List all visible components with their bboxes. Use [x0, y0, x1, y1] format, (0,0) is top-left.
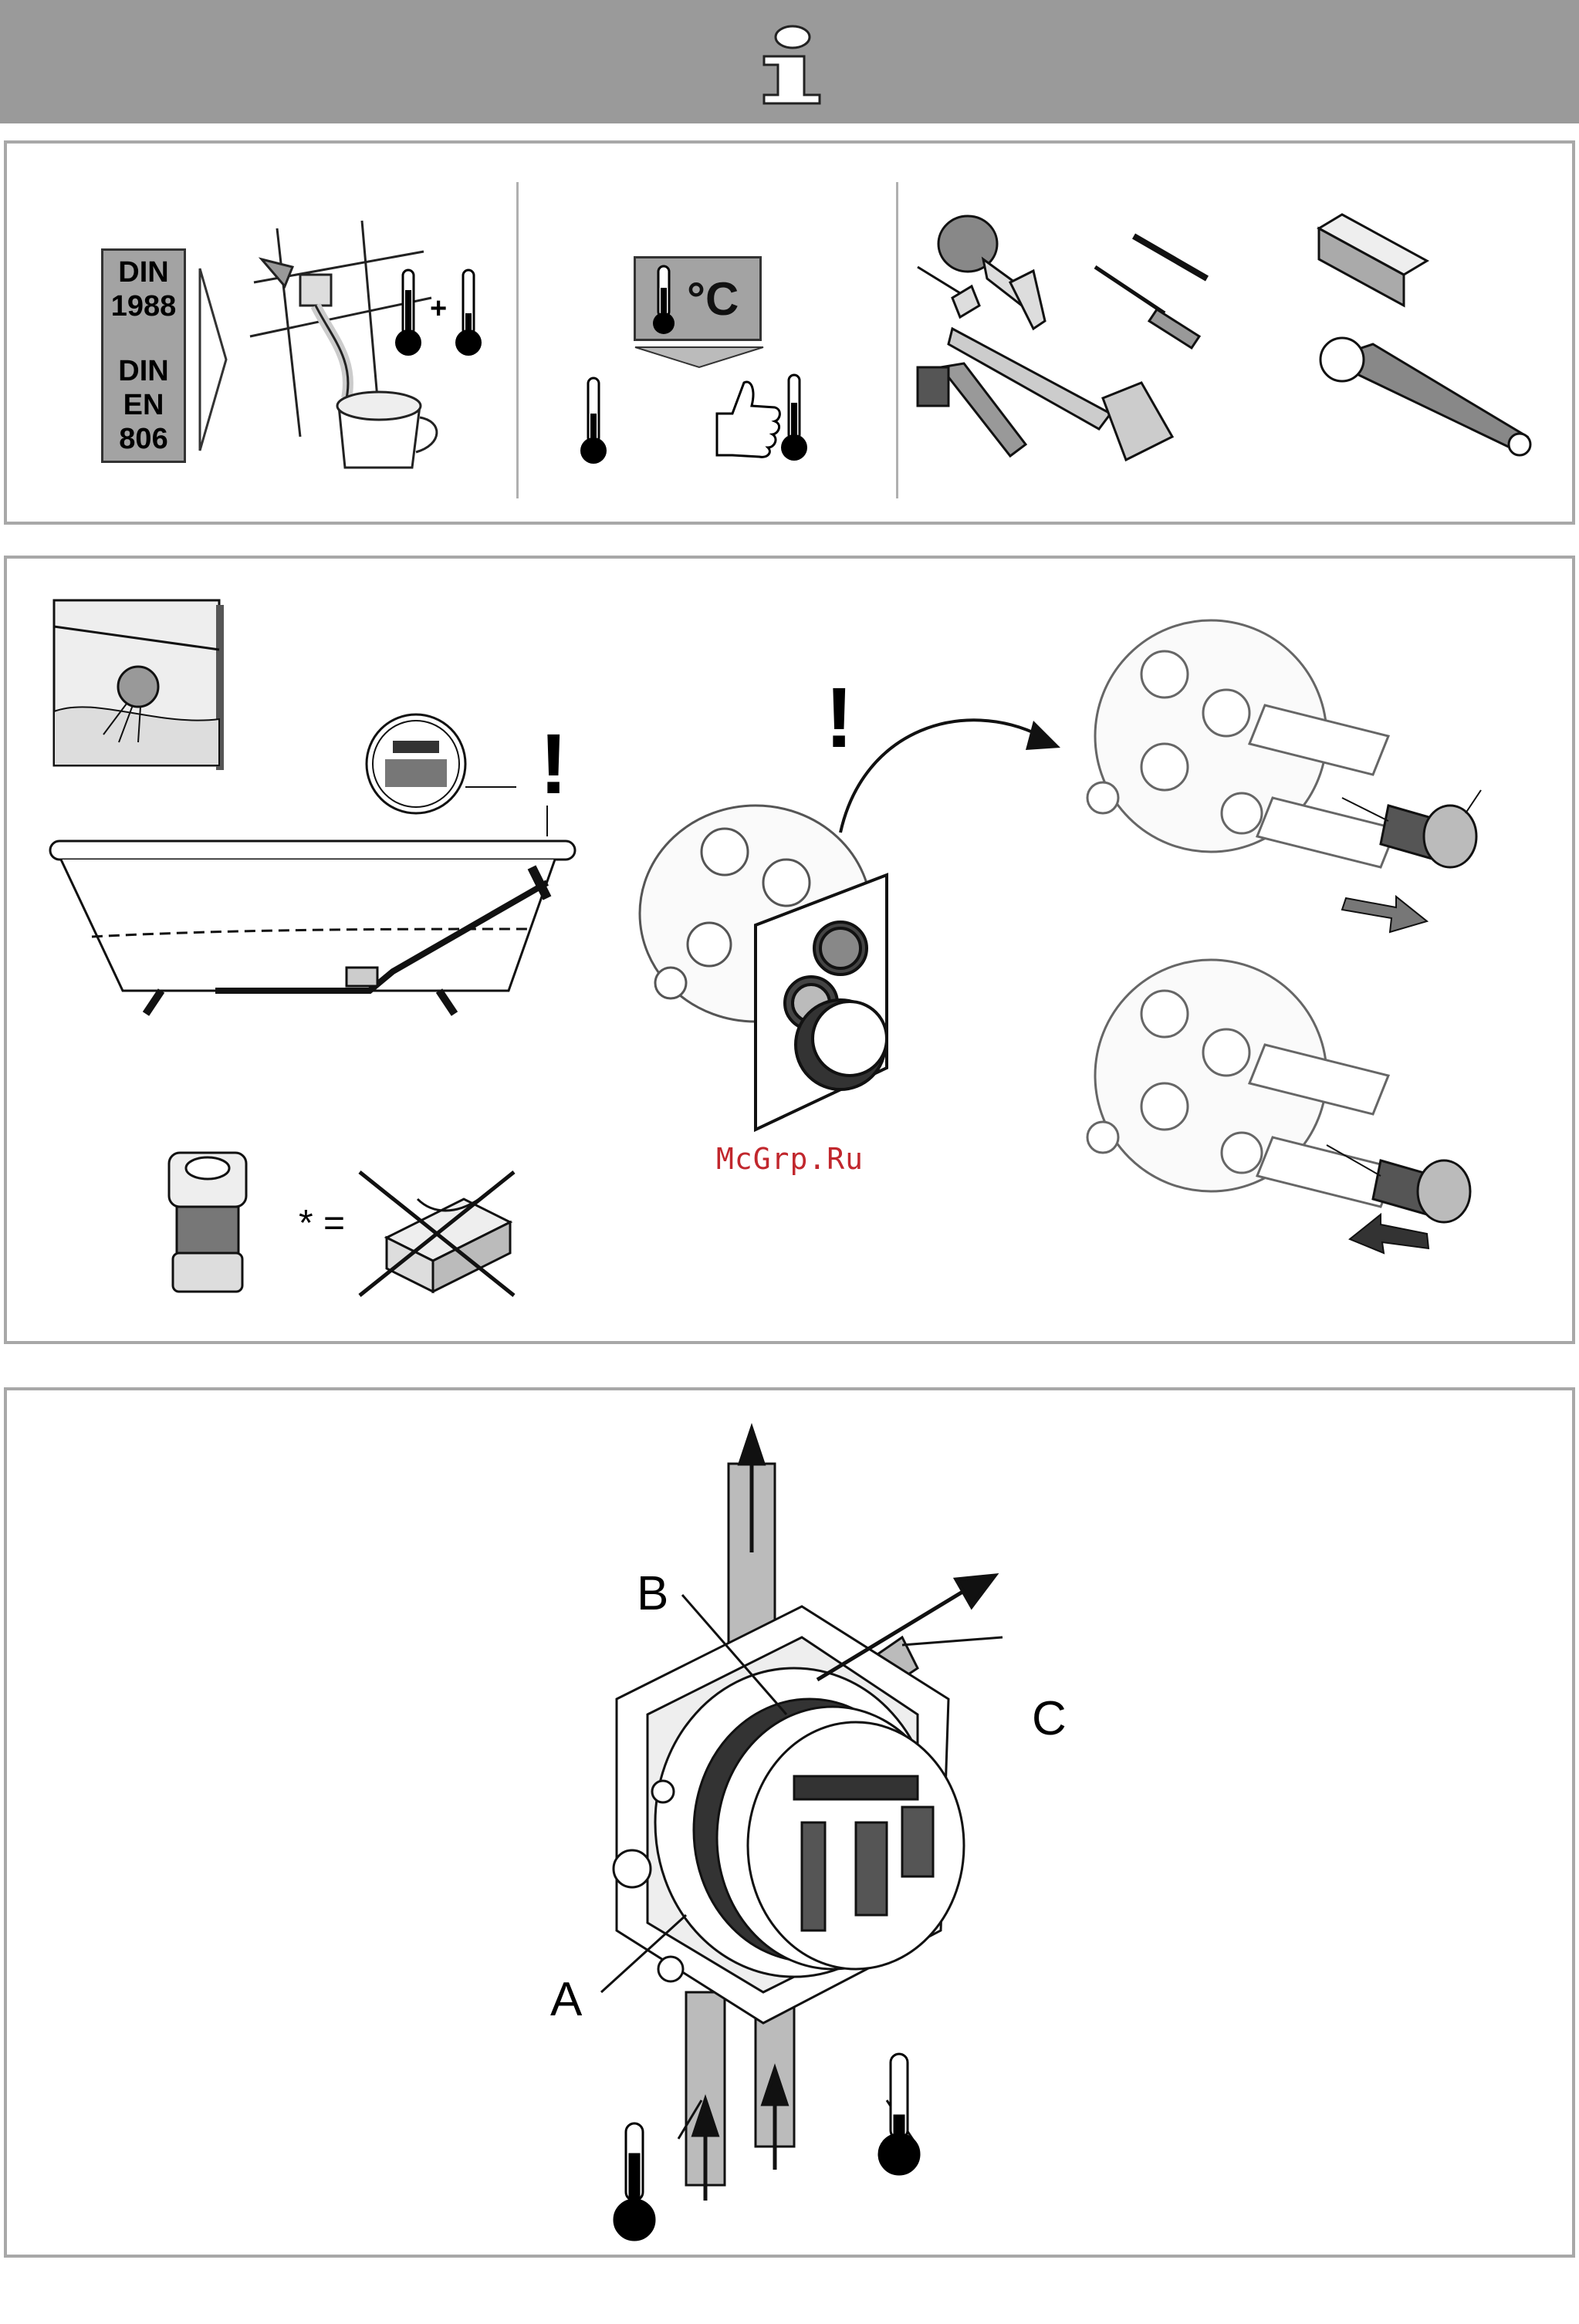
thumbs-up-icon	[709, 375, 786, 460]
label-c: C	[1032, 1691, 1067, 1746]
label-b: B	[637, 1566, 668, 1621]
plus-sign: +	[430, 292, 447, 326]
temperature-box: °C	[634, 256, 762, 341]
divider-2	[896, 182, 898, 498]
arrow-down-icon	[634, 346, 765, 369]
thermometer-low-icon	[578, 375, 609, 468]
standard-en: EN	[123, 388, 164, 422]
standard-din: DIN	[118, 255, 168, 289]
installation-check-panel: ! * =	[4, 556, 1575, 1344]
info-icon	[749, 22, 833, 106]
label-a: A	[550, 1972, 582, 2027]
thermometer-hot-icon	[393, 267, 424, 360]
cartridge-remove-icon	[1072, 605, 1504, 929]
celsius-label: °C	[687, 272, 739, 326]
arrow-right-icon	[198, 267, 229, 452]
thermometer-mid-icon	[779, 372, 810, 468]
watermark-text: McGrp.Ru	[716, 1142, 864, 1176]
exclamation-mark-2: !	[825, 676, 854, 761]
bathtub-icon	[46, 836, 593, 1029]
tools-illustration	[910, 205, 1550, 514]
divider-1	[516, 182, 519, 498]
standard-din-2: DIN	[118, 354, 168, 388]
shower-inset-icon	[49, 596, 227, 773]
standards-box: DIN 1988 DIN EN 806	[101, 248, 186, 463]
cartridge-insert-icon	[1072, 944, 1504, 1268]
cartridge-icon	[161, 1145, 254, 1299]
mixer-face-icon	[362, 710, 470, 818]
standard-806: 806	[119, 422, 167, 456]
mounting-body-illustration	[470, 1390, 1165, 2255]
standard-1988: 1988	[111, 289, 177, 323]
crossed-box-icon	[356, 1168, 518, 1299]
thermostat-panel-icon	[632, 790, 972, 1130]
mounting-body-panel: B C A	[4, 1387, 1575, 2258]
preparation-panel: DIN 1988 DIN EN 806 +	[4, 140, 1575, 525]
curved-arrow-icon	[833, 682, 1064, 836]
thermometer-cold-icon	[453, 267, 484, 360]
asterisk-equals: * =	[299, 1207, 345, 1241]
exclamation-mark: !	[539, 722, 568, 807]
thermometer-icon	[650, 265, 678, 337]
